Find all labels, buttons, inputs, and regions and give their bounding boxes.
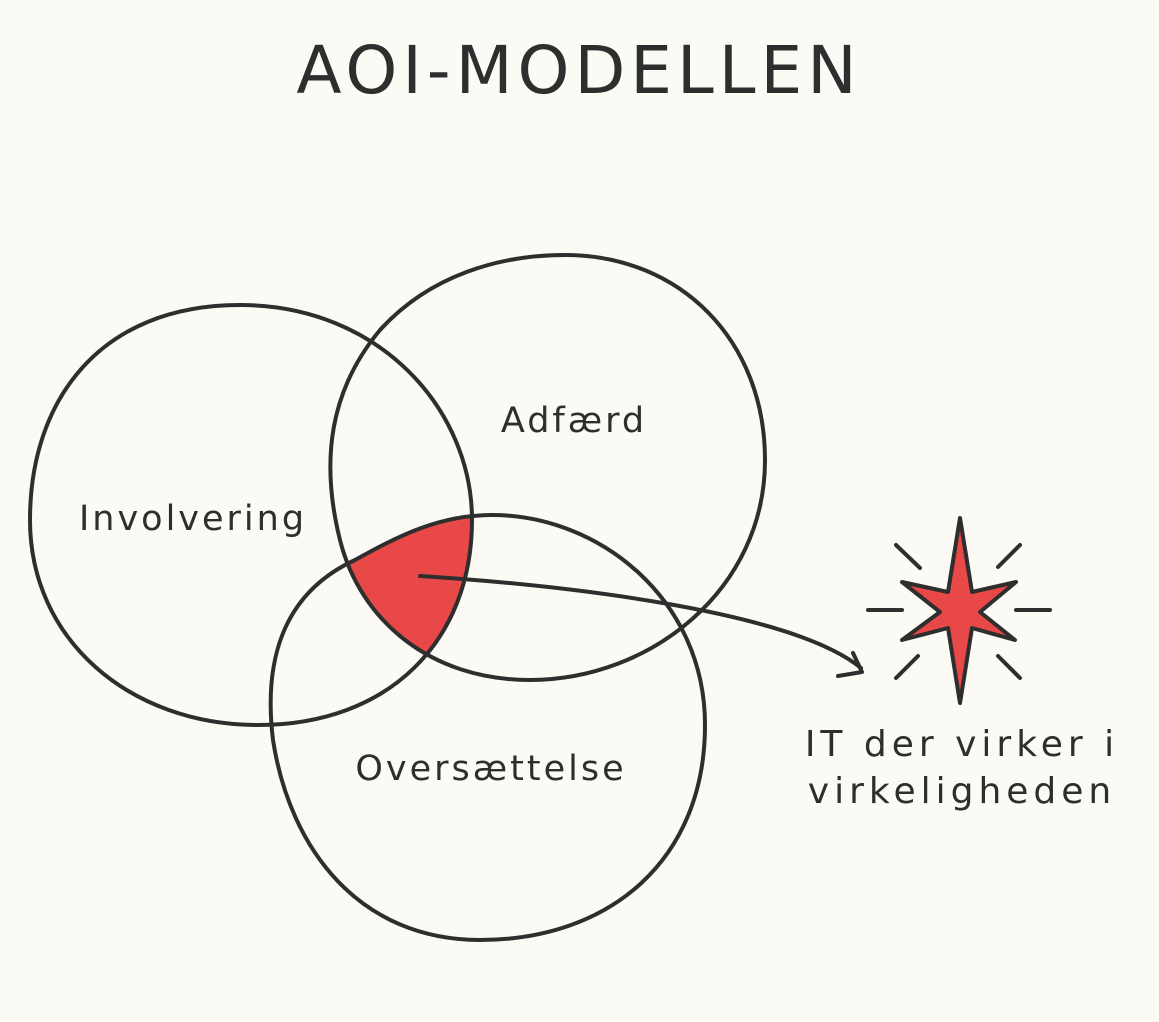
annotation-line-1: IT der virker i — [805, 724, 1119, 765]
diagram-title: AOI-MODELLEN — [296, 32, 861, 109]
oversaettelse-label: Oversættelse — [355, 749, 626, 789]
adfaerd-label: Adfærd — [501, 401, 647, 441]
adfaerd-circle — [328, 253, 767, 682]
arrow-right-icon — [418, 574, 864, 678]
arrow-head — [836, 651, 864, 678]
involvering-circle — [28, 303, 474, 727]
sparkle-rays — [866, 543, 1052, 680]
arrow-shaft — [418, 574, 863, 670]
annotation-line-2: virkeligheden — [808, 771, 1116, 812]
oversaettelse-circle — [268, 513, 707, 942]
star-shape — [900, 516, 1018, 705]
sparkle-star-icon — [866, 516, 1052, 705]
involvering-label: Involvering — [79, 499, 307, 539]
